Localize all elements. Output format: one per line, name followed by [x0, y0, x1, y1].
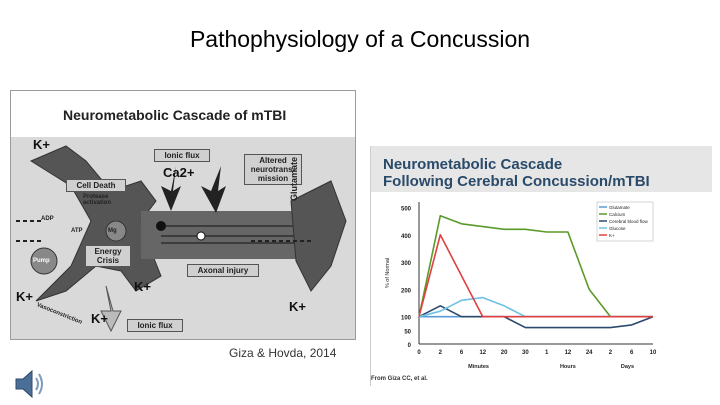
slide-title: Pathophysiology of a Concussion: [189, 26, 531, 52]
potassium-label-3: K+: [16, 289, 33, 304]
legend-label: Cerebral blood flow: [609, 219, 649, 224]
chart-header-bg: [371, 146, 712, 192]
y-axis-label: % of Normal: [385, 258, 391, 288]
legend-label: Calcium: [609, 212, 626, 217]
x-tick-label: 10: [650, 350, 657, 356]
x-tick-label: 2: [439, 350, 443, 356]
altered-neurotransmission-box: Altered neurotrans- mission: [244, 154, 302, 185]
potassium-label-5: K+: [289, 299, 306, 314]
x-tick-label: 12: [565, 350, 572, 356]
chart-source: From Giza CC, et al.: [371, 376, 428, 382]
legend-label: Glutamate: [609, 205, 630, 210]
potassium-label-4: K+: [91, 311, 108, 326]
y-tick-label: 100: [401, 316, 412, 322]
mg-label: Mg: [108, 228, 117, 234]
adp-label: ADP: [41, 216, 54, 222]
x-tick-label: 6: [460, 350, 464, 356]
pump-label: Pump: [33, 258, 50, 264]
x-tick-label: 12: [479, 350, 486, 356]
x-tick-label: 20: [501, 350, 508, 356]
glutamate-label: Glutamate: [289, 156, 299, 201]
y-tick-label: 300: [401, 261, 412, 267]
y-tick-label: 500: [401, 206, 412, 212]
x-tick-label: 6: [630, 350, 634, 356]
potassium-label-2: K+: [134, 279, 151, 294]
cascade-line-chart: 0 50 100 200 300 400 500 % of Normal 0 2 6 12 20 30 1 1…: [385, 201, 657, 370]
x-tick-label: 0: [417, 350, 421, 356]
diagram-title: Neurometabolic Cascade of mTBI: [63, 107, 287, 123]
chart-title: Neurometabolic Cascade Following Cerebra…: [383, 156, 650, 190]
atp-label: ATP: [71, 228, 83, 234]
y-tick-label: 400: [401, 234, 412, 240]
series-line: [418, 305, 654, 329]
speaker-icon[interactable]: [12, 366, 48, 402]
legend-label: K+: [609, 233, 615, 238]
series-line: [418, 296, 653, 318]
y-tick-label: 50: [404, 329, 411, 335]
series-line: [418, 233, 653, 318]
x-group-label: Days: [621, 364, 634, 370]
ionic-flux-top-box: Ionic flux: [154, 149, 210, 162]
cascade-chart-figure: Neurometabolic Cascade Following Cerebra…: [370, 146, 712, 386]
chart-title-line1: Neurometabolic Cascade: [383, 156, 563, 173]
ionic-flux-bottom-box: Ionic flux: [127, 319, 183, 332]
neurometabolic-cascade-diagram: Neurometabolic Cascade of mTBI K+ Ca2+ I…: [10, 90, 356, 340]
x-tick-label: 2: [609, 350, 613, 356]
cell-death-box: Cell Death: [66, 179, 126, 192]
potassium-label-1: K+: [33, 137, 50, 152]
x-group-label: Hours: [560, 364, 576, 370]
diagram-header-bg: [11, 91, 355, 137]
x-tick-label: 24: [586, 350, 593, 356]
legend-label: Glucose: [609, 226, 626, 231]
y-tick-label: 0: [408, 343, 412, 349]
protease-activation-label: Protease activation: [83, 194, 112, 206]
chart-title-line2: Following Cerebral Concussion/mTBI: [383, 173, 650, 190]
x-group-label: Minutes: [468, 364, 489, 370]
y-tick-label: 200: [401, 288, 412, 294]
x-tick-label: 1: [545, 350, 549, 356]
energy-crisis-box: Energy Crisis: [85, 245, 131, 267]
axonal-injury-box: Axonal injury: [187, 264, 259, 277]
x-tick-label: 30: [522, 350, 529, 356]
citation: Giza & Hovda, 2014: [229, 346, 337, 360]
calcium-label: Ca2+: [163, 165, 195, 180]
